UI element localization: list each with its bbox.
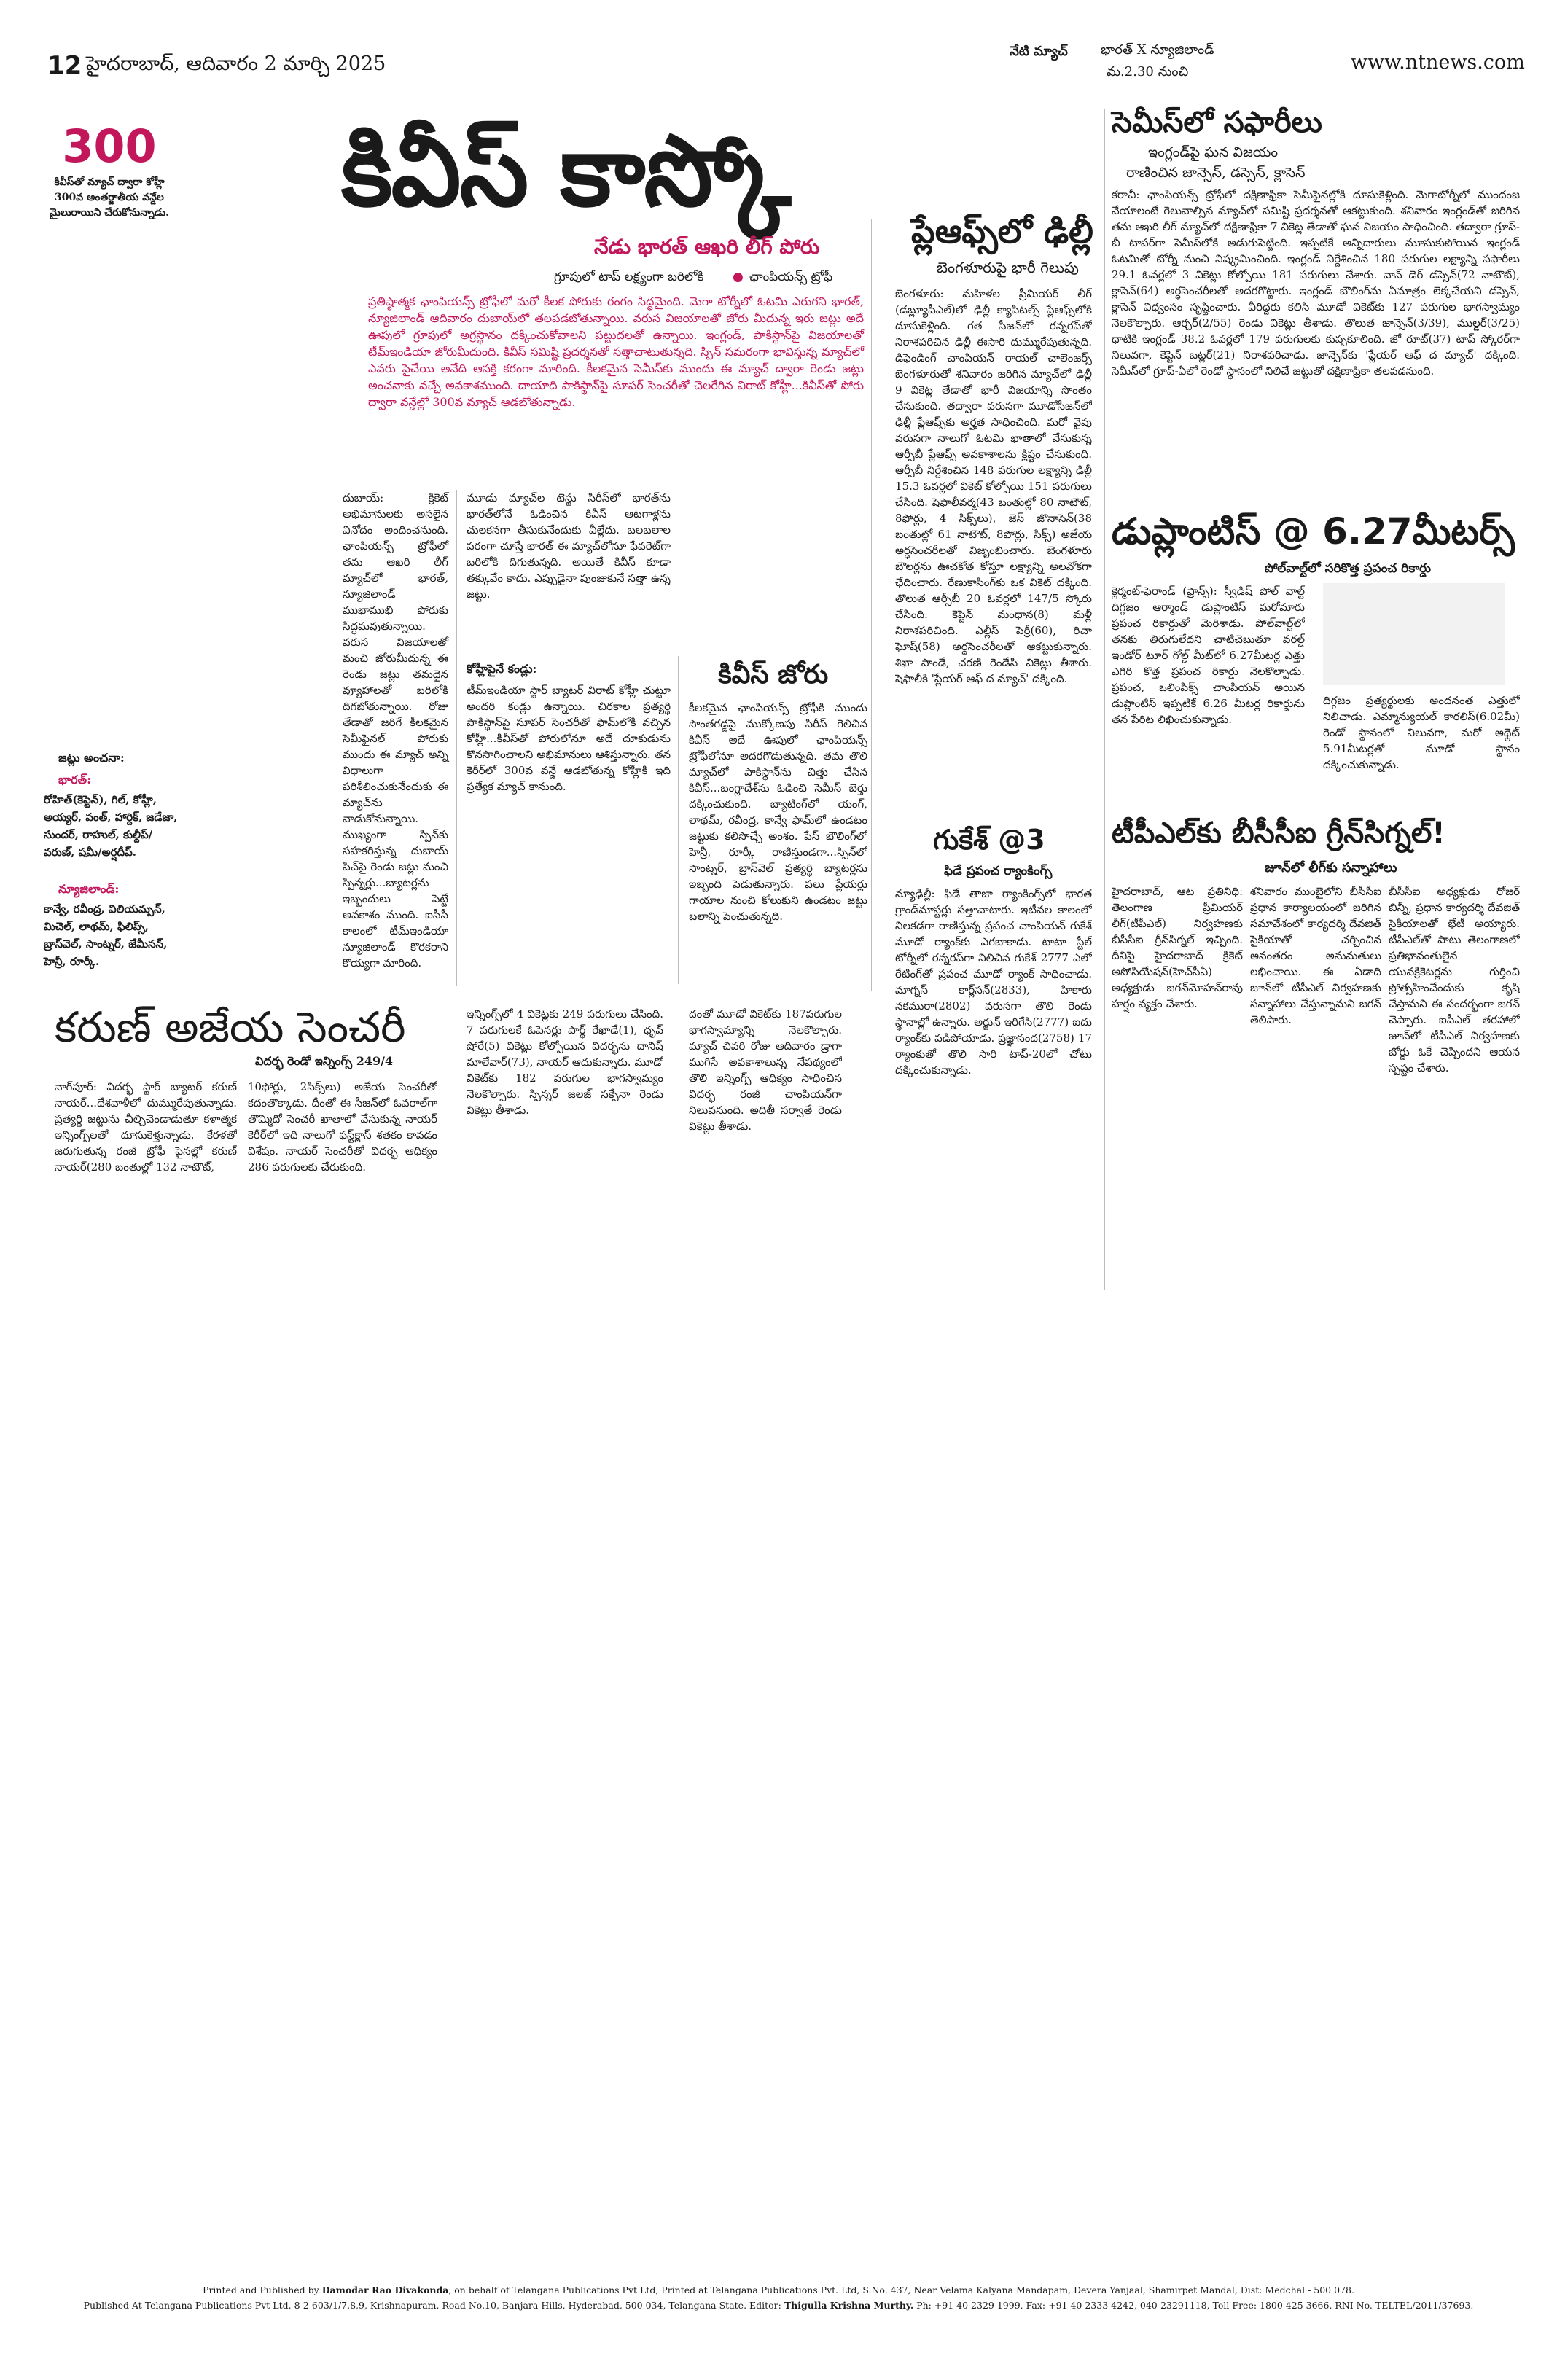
karun-text2: 10ఫోర్లు, 2సిక్స్‌లు) అజేయ సెంచరీతో కదంత… [248, 1080, 437, 1174]
nz-squad: కాన్వే, రవీంద్ర, విలియమ్సన్, మిచెల్, లాథ… [44, 902, 168, 968]
kohli-300-number: 300 [62, 120, 157, 173]
semis-text: కరాచీ: ఛాంపియన్స్ ట్రోఫీలో దక్షిణాఫ్రికా… [1112, 188, 1520, 378]
main-col2: మూడు మ్యాచ్‌ల టెస్టు సిరీస్‌లో భారత్‌ను … [467, 491, 671, 601]
website: www.ntnews.com [1351, 51, 1525, 74]
karun-text4: దంతో మూడో వికెట్‌కు 187పరుగుల భాగస్వామ్య… [689, 1007, 842, 1133]
main-kicker-right: ఛాంపియన్స్ ట్రోఫీ [749, 270, 833, 284]
main-kicker-left: గ్రూపులో టాప్ లక్ష్యంగా బరిలోకి [554, 270, 704, 284]
kiwis-joru-text: కీలకమైన ఛాంపియన్స్ ట్రోఫీకి ముందు సొంతగడ… [689, 701, 867, 923]
footer-line1: Printed and Published by Damodar Rao Div… [203, 2285, 1354, 2295]
delhi-subhead: బెంగళూరుపై భారీ గెలుపు [937, 259, 1079, 276]
bullet-icon: ● [733, 270, 744, 284]
semis-subhead: ఇంగ్లండ్‌పై ఘన విజయం [1148, 144, 1278, 160]
karun-text1: నాగ్‌పూర్: విదర్భ స్టార్ బ్యాటర్ కరుణ్ న… [55, 1080, 237, 1174]
kohli-subhead: కోహ్లీపైనే కండ్లు: [467, 662, 537, 676]
kohli-300-caption: కివీస్‌తో మ్యాచ్ ద్వారా కోహ్లీ 300వ అంతర… [49, 176, 170, 219]
tpl-col1: హైదరాబాద్, ఆట ప్రతినిధి: తెలంగాణ ప్రీమియ… [1112, 885, 1243, 1010]
tpl-col2: శనివారం ముంబైలోని బీసీసీఐ ప్రధాన కార్యాల… [1250, 885, 1381, 1026]
karun-text3: ఇన్నింగ్స్‌లో 4 వికెట్లకు 249 పరుగులు చే… [467, 1007, 663, 1117]
main-lead: ప్రతిష్ఠాత్మక ఛాంపియన్స్ ట్రోఫీలో మరో కీ… [368, 294, 864, 409]
date-line: హైదరాబాద్, ఆదివారం 2 మార్చి 2025 [86, 52, 386, 75]
duplantis-text-right: దిగ్గజం ప్రత్యర్థులకు అందనంత ఎత్తులో నిల… [1323, 694, 1520, 771]
squads-title: జట్లు అంచనా: [58, 751, 125, 765]
india-squad: రోహిత్(కెప్టెన్), గిల్, కోహ్లీ, అయ్యర్, … [44, 793, 178, 859]
delhi-text: బెంగళూరు: మహిళల ప్రీమియర్ లీగ్ (డబ్ల్యూప… [895, 287, 1092, 685]
duplantis-photo [1323, 583, 1505, 685]
main-col2b: టీమ్‌ఇండియా స్టార్ బ్యాటర్ విరాట్ కోహ్లీ… [467, 684, 671, 793]
tpl-headline: టీపీఎల్‌కు బీసీసీఐ గ్రీన్‌సిగ్నల్! [1112, 816, 1445, 850]
gukesh-headline: గుకేశ్ @3 [933, 824, 1045, 856]
duplantis-subhead: పోల్‌వాల్ట్‌లో సరికొత్త ప్రపంచ రికార్డు [1265, 561, 1432, 576]
nz-label: న్యూజిలాండ్: [58, 882, 120, 896]
match-teams: భారత్ X న్యూజిలాండ్ [1101, 42, 1214, 58]
match-time: మ.2.30 నుంచి [1107, 64, 1189, 79]
kiwis-joru-headline: కివీస్ జోరు [718, 660, 829, 690]
delhi-headline: ప్లేఆఫ్స్‌లో ఢిల్లీ [911, 211, 1093, 251]
india-label: భారత్: [58, 773, 91, 787]
tpl-col3: బీసీసీఐ అధ్యక్షుడు రోజర్ బిన్నీ, ప్రధాన … [1389, 885, 1520, 1074]
tpl-subhead: జూన్‌లో లీగ్‌కు సన్నాహాలు [1265, 860, 1397, 875]
main-subhead: నేడు భారత్ ఆఖరి లీగ్ పోరు [594, 235, 820, 259]
duplantis-headline: డుప్లాంటిస్ @ 6.27మీటర్స్ [1112, 510, 1515, 553]
duplantis-text-left: క్లెర్మంట్-ఫెరాండ్ (ఫ్రాన్స్): స్వీడిష్ … [1112, 585, 1305, 726]
main-headline: కివీస్ కాస్కో [341, 114, 791, 228]
karun-subhead: విదర్భ రెండో ఇన్నింగ్స్ 249/4 [255, 1054, 394, 1068]
karun-headline: కరుణ్ అజేయ సెంచరీ [55, 1002, 406, 1052]
today-match-label: నేటి మ్యాచ్ [1010, 44, 1068, 59]
main-col1: దుబాయ్: క్రికెట్ అభిమానులకు అసలైన వినోదం… [343, 491, 448, 969]
semis-headline: సెమీస్‌లో సఫారీలు [1112, 106, 1322, 139]
semis-kicker: రాణించిన జాన్సెన్, డస్సెన్, క్లాసెన్ [1126, 165, 1306, 181]
page-number: 12 [47, 51, 82, 80]
gukesh-subhead: ఫిడే ప్రపంచ ర్యాంకింగ్స్ [944, 864, 1053, 878]
gukesh-text: న్యూఢిల్లీ: ఫిడే తాజా ర్యాంకింగ్స్‌లో భా… [895, 887, 1092, 1077]
footer-line2: Published At Telangana Publications Pvt … [83, 2300, 1474, 2311]
